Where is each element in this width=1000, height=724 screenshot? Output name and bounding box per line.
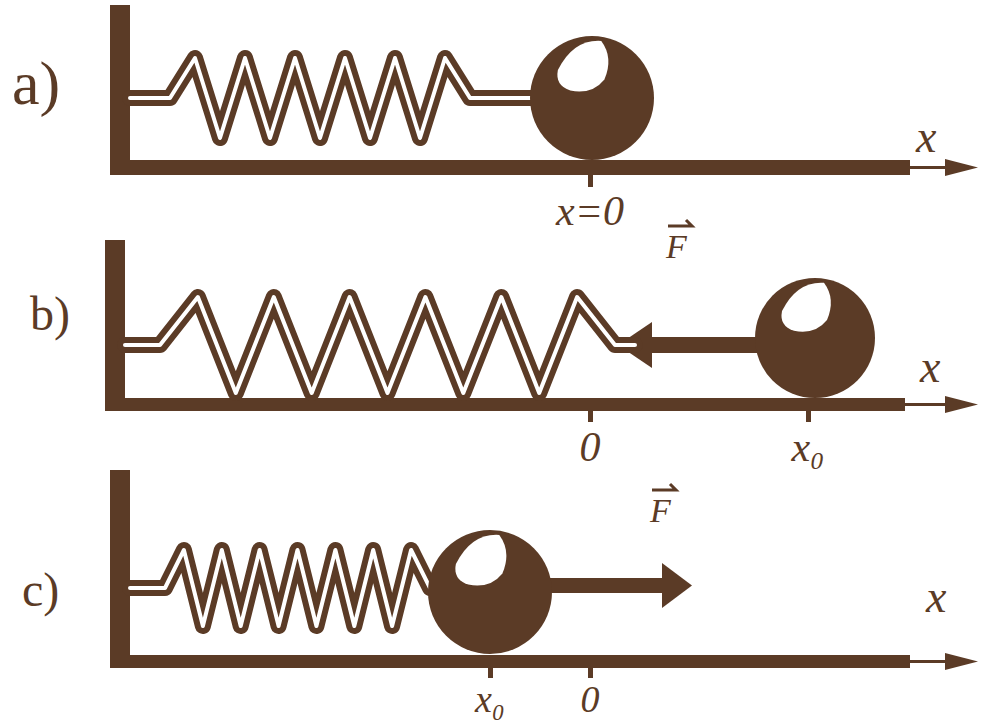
spring-coil: [125, 297, 635, 393]
vector-arrow: [652, 484, 676, 490]
position-label: x₀: [791, 426, 824, 468]
balls: [428, 36, 875, 654]
position-label: x₀: [475, 680, 505, 718]
force-label: F: [650, 494, 671, 528]
floor: [110, 160, 910, 175]
floor: [105, 398, 905, 411]
axis-label: x: [916, 114, 936, 160]
tick: [806, 411, 811, 422]
spring-coil: [130, 58, 532, 138]
position-label: 0: [581, 680, 600, 718]
tick: [588, 411, 593, 422]
panel-letter: b): [30, 290, 70, 338]
ball: [530, 36, 654, 160]
wall: [110, 5, 130, 175]
force-shaft: [645, 337, 770, 353]
axis-label: x: [920, 344, 940, 390]
axis-label: x: [926, 574, 946, 620]
force-label: F: [666, 230, 687, 264]
wall: [105, 240, 125, 410]
spring-highlight: [130, 550, 432, 626]
tick: [588, 668, 593, 678]
force-head: [662, 563, 692, 608]
panel-letter: c): [22, 566, 59, 614]
force-shaft: [545, 578, 670, 593]
ball-highlight: [557, 41, 608, 92]
wall: [110, 470, 130, 668]
ball: [428, 530, 552, 654]
axis-head: [945, 159, 978, 176]
tick: [588, 175, 593, 187]
tick: [488, 668, 493, 678]
position-label: 0: [580, 426, 601, 468]
panel-letter: a): [12, 52, 60, 114]
spring-highlight: [130, 58, 532, 138]
vector-arrow: [668, 220, 692, 226]
spring-coil: [130, 550, 432, 626]
ball-highlight: [782, 283, 831, 332]
axis-head: [945, 396, 978, 413]
spring-highlight: [125, 297, 635, 393]
ball-highlight: [455, 535, 506, 586]
floor: [110, 655, 910, 668]
position-label: x=0: [556, 190, 624, 232]
walls-floors: [105, 5, 978, 678]
axis-head: [945, 653, 978, 670]
ball: [755, 278, 875, 398]
